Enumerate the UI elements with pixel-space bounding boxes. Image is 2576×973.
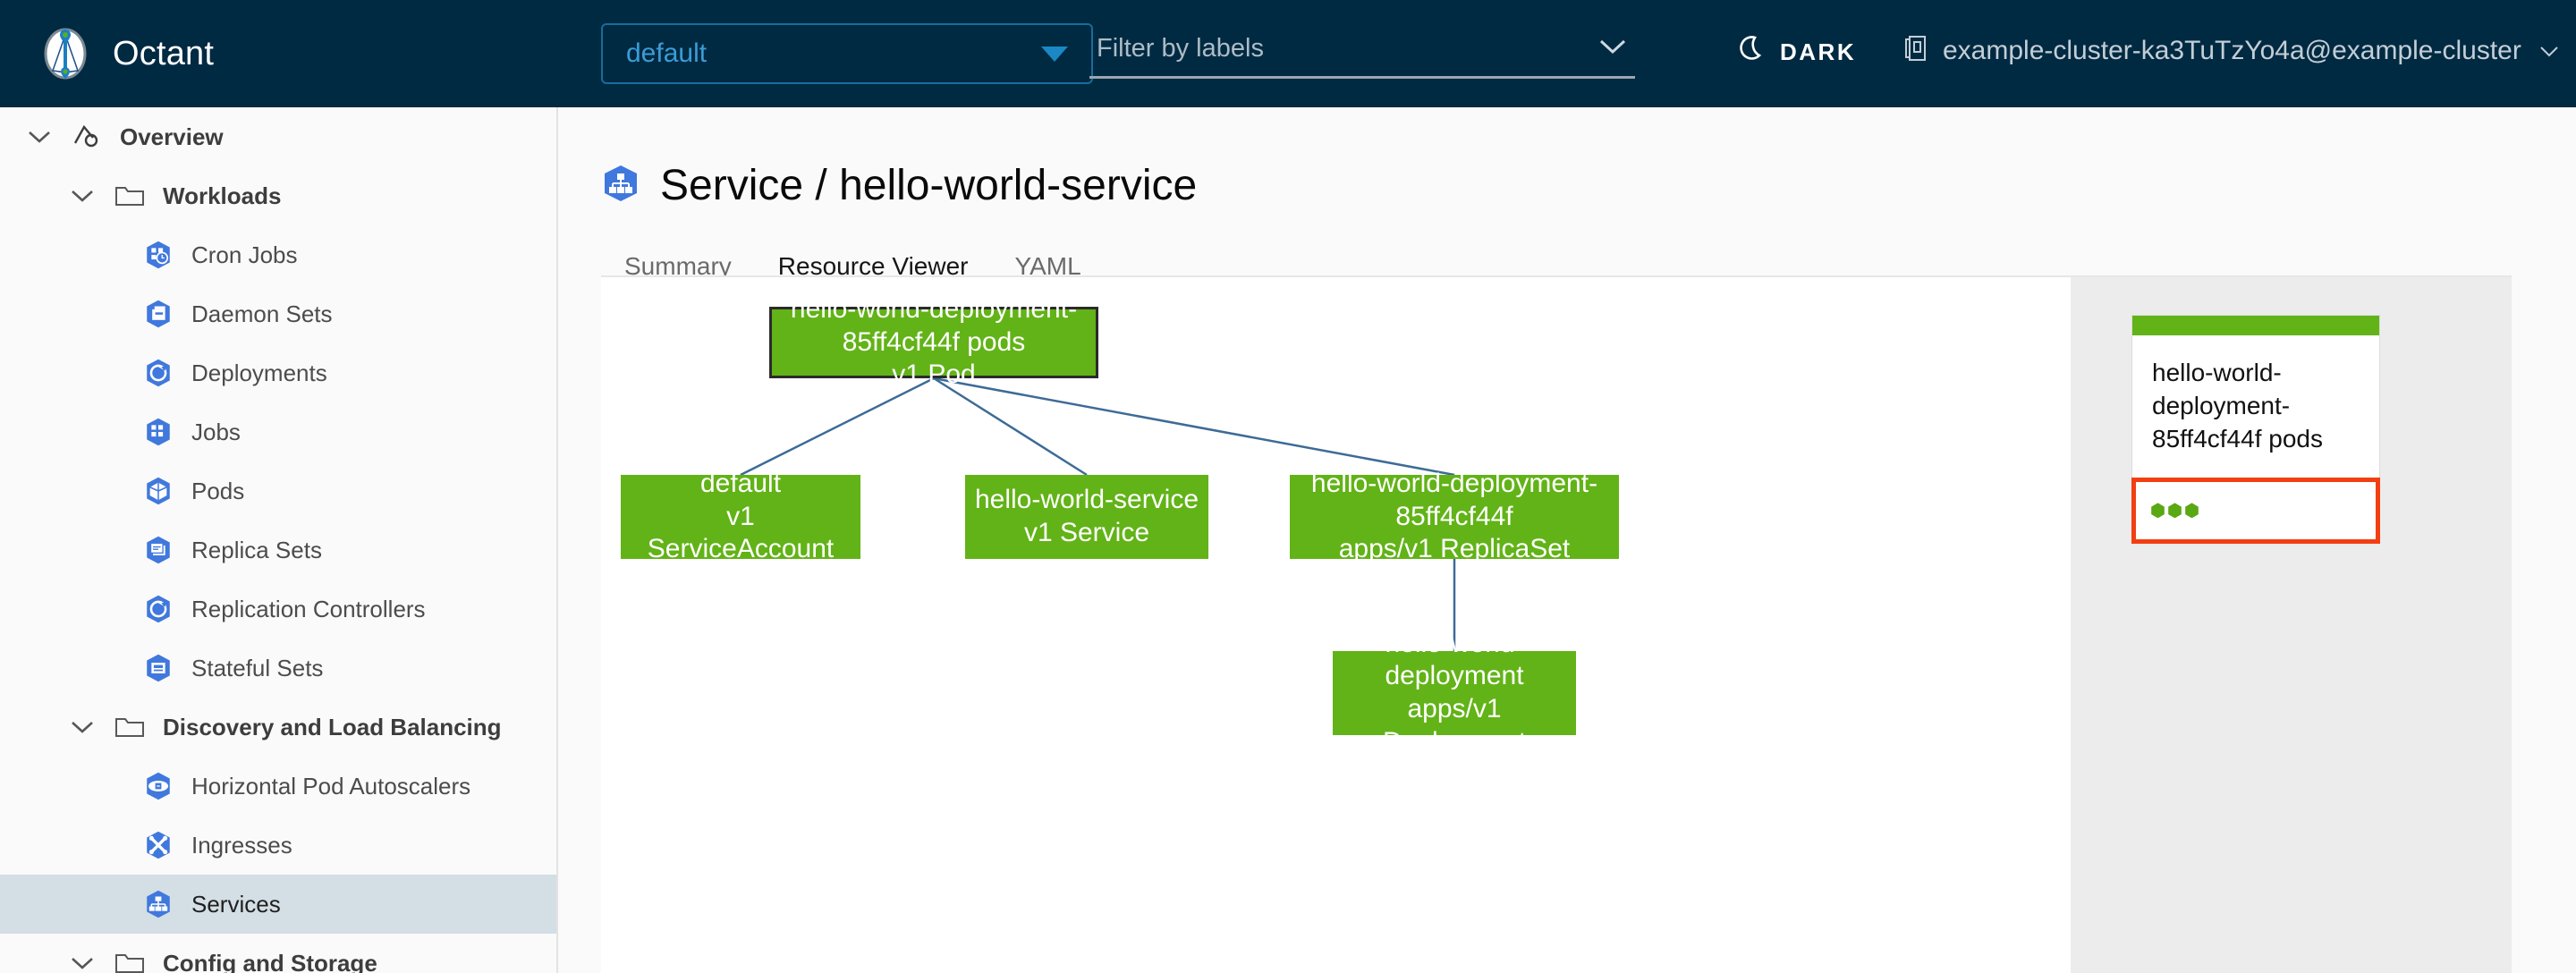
sidebar-item-daemon-sets[interactable]: Daemon Sets <box>0 284 556 343</box>
sidebar-item-label: Workloads <box>163 182 282 209</box>
cluster-switcher[interactable]: example-cluster-ka3TuTzYo4a@example-clus… <box>1905 34 2559 67</box>
graph-node-kind: v1 ServiceAccount <box>647 501 835 564</box>
theme-toggle-label: DARK <box>1780 38 1857 65</box>
sidebar-item-horizontal-pod-autoscalers[interactable]: Horizontal Pod Autoscalers <box>0 757 556 816</box>
sidebar-item-replication-controllers[interactable]: Replication Controllers <box>0 580 556 639</box>
octant-logo-icon <box>38 26 93 81</box>
tab-summary[interactable]: Summary <box>624 252 732 280</box>
label-filter-placeholder: Filter by labels <box>1097 34 1264 63</box>
namespace-selector[interactable]: default <box>601 23 1093 84</box>
moon-icon <box>1737 34 1767 70</box>
chevron-down-icon[interactable] <box>27 124 52 149</box>
k8s-pod-icon <box>143 476 174 506</box>
chevron-down-icon[interactable] <box>70 183 95 208</box>
sidebar-item-label: Horizontal Pod Autoscalers <box>191 772 471 800</box>
tab-yaml[interactable]: YAML <box>1014 252 1081 280</box>
k8s-replicaset-icon <box>143 535 174 565</box>
chevron-down-icon <box>2539 39 2559 63</box>
graph-node-kind: v1 Pod <box>892 360 976 390</box>
sidebar-item-label: Replica Sets <box>191 536 322 563</box>
chevron-down-icon[interactable] <box>70 715 95 740</box>
sidebar-item-label: Ingresses <box>191 831 292 859</box>
folder-icon <box>114 950 145 973</box>
page-title: Service / hello-world-service <box>601 161 1197 210</box>
k8s-cronjob-icon <box>143 240 174 270</box>
k8s-replicationcontroller-icon <box>143 594 174 624</box>
sidebar-item-label: Jobs <box>191 418 241 445</box>
sidebar-item-overview[interactable]: Overview <box>0 107 556 166</box>
folder-icon <box>114 714 145 740</box>
graph-edges <box>740 377 1456 651</box>
graph-node-name: hello-world-deployment-85ff4cf44f <box>1310 469 1598 531</box>
sidebar-item-label: Daemon Sets <box>191 300 333 327</box>
sidebar-item-label: Pods <box>191 477 245 504</box>
sidebar-item-label: Replication Controllers <box>191 595 426 622</box>
k8s-statefulset-icon <box>143 653 174 683</box>
theme-toggle-button[interactable]: DARK <box>1737 34 1856 70</box>
k8s-ingress-icon <box>143 830 174 860</box>
sidebar-item-replica-sets[interactable]: Replica Sets <box>0 520 556 580</box>
page-title-text: Service / hello-world-service <box>660 162 1198 209</box>
sidebar-item-workloads[interactable]: Workloads <box>0 166 556 225</box>
label-filter-input[interactable]: Filter by labels <box>1089 27 1635 79</box>
graph-node-service[interactable]: hello-world-service v1 Service <box>965 475 1208 559</box>
inspector-status-stripe <box>2132 316 2379 335</box>
pod-status-dot[interactable] <box>2168 503 2182 519</box>
graph-node-kind: apps/v1 ReplicaSet <box>1338 534 1571 564</box>
brand-title: Octant <box>113 34 215 72</box>
brand[interactable]: Octant <box>38 26 214 81</box>
sidebar-item-ingresses[interactable]: Ingresses <box>0 816 556 875</box>
k8s-deployment-icon <box>143 358 174 388</box>
inspector-pod-status-box[interactable] <box>2131 477 2380 544</box>
chevron-down-icon <box>1597 37 1628 61</box>
sidebar-item-discovery-and-load-balancing[interactable]: Discovery and Load Balancing <box>0 698 556 757</box>
graph-node-name: hello-world-deployment-85ff4cf44f pods <box>790 294 1078 357</box>
pod-status-dot[interactable] <box>2185 503 2199 519</box>
graph-node-name: hello-world-deployment <box>1385 628 1524 691</box>
chevron-down-icon[interactable] <box>70 951 95 973</box>
graph-node-kind: apps/v1 Deployment <box>1382 694 1527 757</box>
k8s-service-icon <box>601 164 640 207</box>
cluster-label: example-cluster-ka3TuTzYo4a@example-clus… <box>1943 35 2521 65</box>
sidebar-item-label: Discovery and Load Balancing <box>163 713 502 740</box>
sidebar-item-label: Stateful Sets <box>191 654 324 681</box>
graph-node-name: default <box>699 469 782 499</box>
folder-icon <box>114 182 145 209</box>
overview-icon <box>72 123 102 150</box>
cluster-icon <box>1905 34 1928 67</box>
sidebar-item-label: Config and Storage <box>163 949 377 973</box>
k8s-job-icon <box>143 417 174 447</box>
pod-status-dot[interactable] <box>2151 503 2165 519</box>
graph-node-kind: v1 Service <box>1023 518 1150 547</box>
sidebar-item-stateful-sets[interactable]: Stateful Sets <box>0 639 556 698</box>
inspector-panel: hello-world-deployment-85ff4cf44f pods <box>2071 277 2512 973</box>
sidebar-item-pods[interactable]: Pods <box>0 461 556 520</box>
namespace-value: default <box>626 38 708 68</box>
inspector-card[interactable]: hello-world-deployment-85ff4cf44f pods <box>2131 315 2380 544</box>
sidebar-item-label: Cron Jobs <box>191 241 298 268</box>
k8s-daemonset-icon <box>143 299 174 329</box>
k8s-service-icon <box>143 889 174 919</box>
sidebar-item-label: Deployments <box>191 359 327 386</box>
sidebar-item-jobs[interactable]: Jobs <box>0 402 556 461</box>
sidebar-item-cron-jobs[interactable]: Cron Jobs <box>0 225 556 284</box>
sidebar-item-config-and-storage[interactable]: Config and Storage <box>0 934 556 973</box>
graph-node-name: hello-world-service <box>974 485 1199 515</box>
sidebar-item-label: Services <box>191 890 281 918</box>
chevron-down-icon <box>1041 46 1068 62</box>
top-header: Octant default Filter by labels DARK <box>0 0 2576 107</box>
sidebar-item-services[interactable]: Services <box>0 875 556 934</box>
sidebar-item-label: Overview <box>120 123 224 150</box>
k8s-hpa-icon <box>143 771 174 801</box>
sidebar-item-deployments[interactable]: Deployments <box>0 343 556 402</box>
inspector-card-title: hello-world-deployment-85ff4cf44f pods <box>2152 359 2323 453</box>
